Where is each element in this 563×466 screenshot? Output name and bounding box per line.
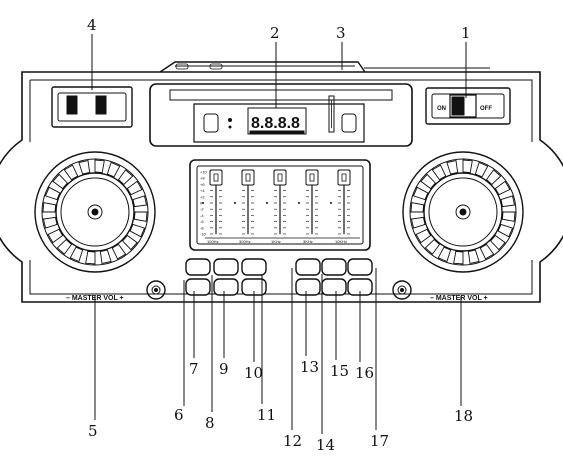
slider-knob: [242, 170, 254, 185]
eq-scale-label: -4: [200, 213, 204, 218]
knob-ridges: [411, 160, 515, 264]
control-button[interactable]: [214, 279, 238, 295]
eq-slider[interactable]: [234, 170, 254, 234]
eq-band-label: 100Hz: [207, 239, 219, 244]
eq-scale-labels: +10+8+6+4+2 0-2-4-6-8 -10: [200, 170, 208, 237]
display-module: 8.8.8.8: [150, 84, 412, 146]
eq-band-label: 300Hz: [239, 239, 251, 244]
eq-scale-label: -10: [200, 232, 207, 237]
switch-on-label: ON: [437, 106, 446, 112]
eq-scale-label: +4: [200, 188, 205, 193]
control-button[interactable]: [242, 259, 266, 275]
equalizer-panel: [190, 160, 370, 250]
callout-6: 6: [174, 406, 184, 424]
control-button[interactable]: [186, 259, 210, 275]
control-button[interactable]: [186, 279, 210, 295]
control-button[interactable]: [348, 259, 372, 275]
left-master-volume-knob: [35, 152, 155, 272]
control-button[interactable]: [322, 259, 346, 275]
eq-slider[interactable]: [202, 170, 222, 234]
callout-4: 4: [87, 16, 97, 34]
slider-knob: [274, 170, 286, 185]
eq-band-label: 10KHz: [335, 239, 347, 244]
switch-off-label: OFF: [480, 106, 492, 112]
slider-knob: [306, 170, 318, 185]
usb-port-panel: [52, 87, 132, 127]
eq-scale-label: +10: [200, 170, 208, 175]
eq-scale-label: +6: [200, 182, 205, 187]
display-digits: 8.8.8.8: [251, 115, 300, 132]
callout-9: 9: [219, 360, 229, 378]
eq-sliders: [202, 170, 350, 234]
callout-8: 8: [205, 414, 215, 432]
usb-port-icon: [96, 96, 106, 114]
callout-numbers: 1 2 3 4 5 6 7 8 9 10 11 12 13 14 15 16 1…: [87, 16, 473, 454]
eq-scale-label: -6: [200, 219, 204, 224]
right-master-volume-knob: [403, 152, 523, 272]
callout-1: 1: [461, 24, 471, 42]
eq-band-label: 3KHz: [303, 239, 313, 244]
callout-5: 5: [88, 422, 98, 440]
eq-band-labels: 100Hz 300Hz 1KHz 3KHz 10KHz: [207, 239, 347, 244]
control-button[interactable]: [296, 259, 320, 275]
slider-knob: [338, 170, 350, 185]
callout-7: 7: [189, 360, 199, 378]
leader-lines: [92, 34, 466, 434]
callout-14: 14: [316, 436, 335, 454]
speaker-body: [0, 62, 563, 302]
callout-3: 3: [336, 24, 346, 42]
callout-2: 2: [270, 24, 280, 42]
right-jack: [393, 281, 411, 299]
callout-18: 18: [454, 407, 473, 425]
callout-11: 11: [257, 406, 276, 424]
eq-scale-label: -8: [200, 225, 204, 230]
eq-scale-label: 0: [200, 201, 203, 206]
control-button[interactable]: [214, 259, 238, 275]
eq-slider[interactable]: [298, 170, 318, 234]
callout-12: 12: [283, 432, 302, 450]
slider-knob: [210, 170, 222, 185]
eq-slider[interactable]: [266, 170, 286, 234]
left-jack: [147, 281, 165, 299]
eq-scale-label: +8: [200, 176, 205, 181]
callout-15: 15: [330, 362, 349, 380]
power-switch: ON OFF: [426, 88, 510, 124]
eq-band-label: 1KHz: [271, 239, 281, 244]
callout-16: 16: [355, 364, 374, 382]
eq-scale-label: -2: [200, 207, 204, 212]
usb-port-icon: [67, 96, 77, 114]
right-knob-label: – MASTER VOL +: [430, 295, 488, 302]
eq-slider[interactable]: [330, 170, 350, 234]
control-button[interactable]: [296, 279, 320, 295]
callout-10: 10: [244, 364, 263, 382]
knob-ridges: [43, 160, 147, 264]
callout-13: 13: [300, 358, 319, 376]
eq-scale-label: +2: [200, 194, 205, 199]
callout-17: 17: [370, 432, 389, 450]
control-button[interactable]: [322, 279, 346, 295]
